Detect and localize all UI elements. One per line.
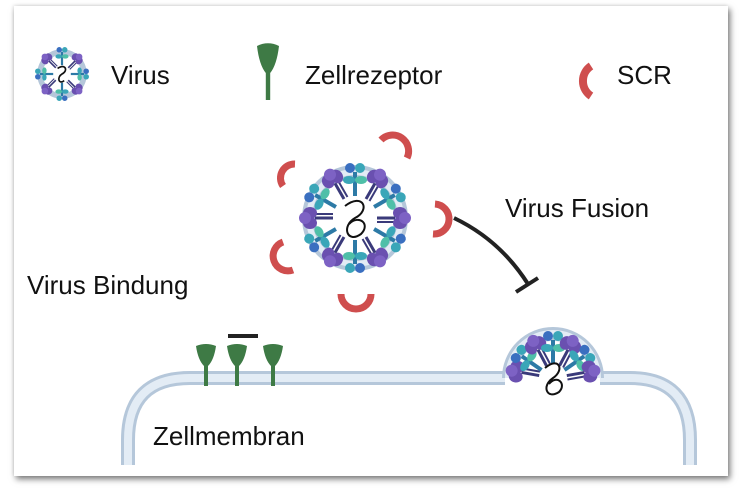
fusing-virus (502, 327, 604, 396)
cell-membrane-label: Zellmembran (153, 421, 305, 451)
legend-receptor-label: Zellrezeptor (305, 60, 443, 90)
scr-5 (337, 293, 375, 313)
cell-membrane (121, 371, 697, 465)
receptor-icon (257, 43, 279, 100)
scr-icon (579, 62, 594, 100)
central-virus (269, 131, 453, 313)
scr-2 (378, 131, 413, 160)
fusion-inhibitor-arrow (453, 216, 540, 294)
legend-virus-label: Virus (111, 60, 170, 90)
scr-blockers (269, 131, 453, 313)
binding-inhibitor-arrow (228, 334, 258, 338)
scr-3 (432, 200, 453, 238)
scr-4 (269, 238, 295, 275)
scr-1 (277, 160, 296, 188)
legend-scr-label: SCR (617, 60, 672, 90)
virus-fusion-label: Virus Fusion (505, 193, 650, 223)
virus-binding-label: Virus Bindung (27, 270, 189, 300)
virus-icon (35, 47, 89, 101)
